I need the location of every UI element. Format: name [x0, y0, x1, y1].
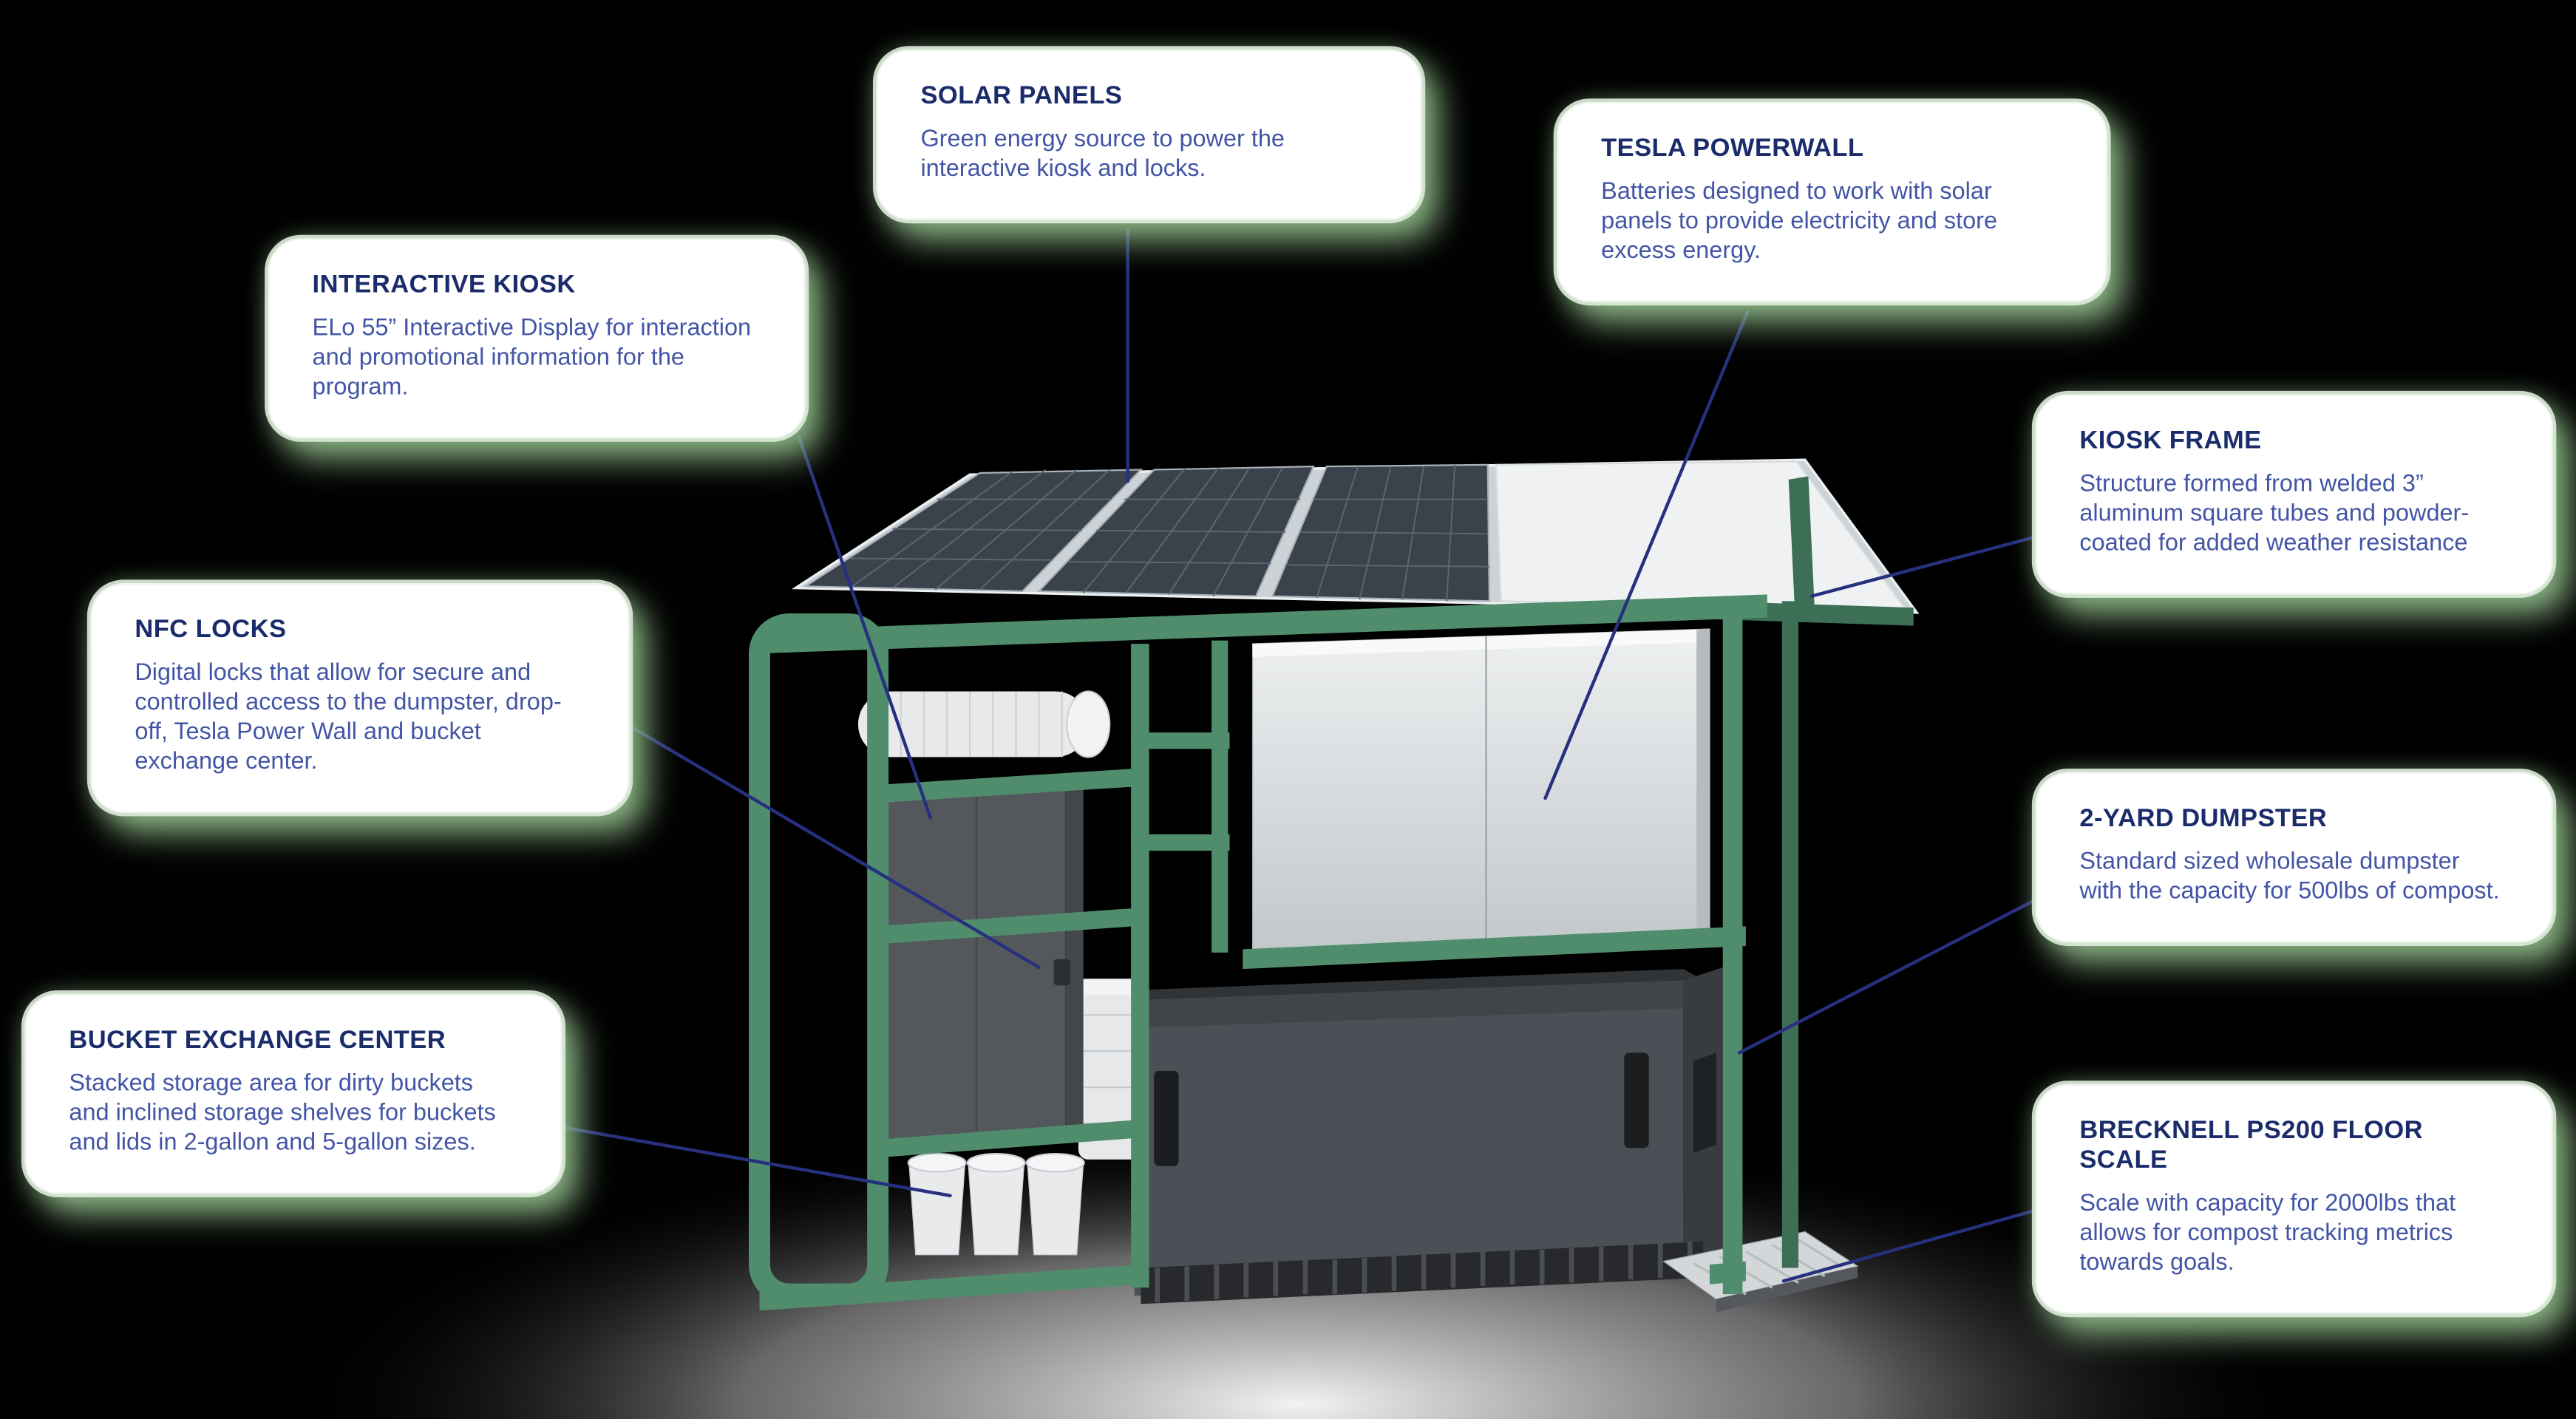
dumpster-graphic — [1131, 964, 1733, 1304]
callout-solar-panels: SOLAR PANELS Green energy source to powe… — [876, 49, 1422, 221]
callout-nfc-locks: NFC LOCKS Digital locks that allow for s… — [90, 582, 630, 814]
callout-2-yard-dumpster: 2-YARD DUMPSTER Standard sized wholesale… — [2035, 772, 2553, 943]
callout-brecknell-ps200-floor-scale: BRECKNELL PS200 FLOOR SCALE Scale with c… — [2035, 1083, 2553, 1315]
callout-title: BUCKET EXCHANGE CENTER — [69, 1026, 446, 1055]
solar-array-graphic — [791, 458, 1920, 614]
callout-interactive-kiosk: INTERACTIVE KIOSK ELo 55” Interactive Di… — [268, 238, 806, 439]
callout-title: NFC LOCKS — [135, 616, 287, 644]
connector-nfc-locks — [628, 724, 1041, 970]
connector-tesla-powerwall — [1543, 310, 1750, 800]
connector-kiosk-frame — [1809, 535, 2037, 598]
connector-interactive-kiosk — [797, 435, 933, 820]
callout-body: Standard sized wholesale dumpster with t… — [2079, 848, 2500, 905]
storage-graphic — [857, 690, 1148, 1160]
callout-title: KIOSK FRAME — [2079, 426, 2262, 455]
buckets-graphic — [907, 1152, 1085, 1256]
callout-title: SOLAR PANELS — [920, 82, 1123, 110]
callout-tesla-powerwall: TESLA POWERWALL Batteries designed to wo… — [1557, 101, 2108, 303]
kiosk-frame-graphic — [749, 476, 1914, 1311]
nfc-lock-graphic — [1053, 959, 1070, 986]
powerwall-panel-graphic — [1252, 628, 1710, 955]
callout-title: 2-YARD DUMPSTER — [2079, 804, 2328, 833]
connector-lines — [557, 228, 2037, 1283]
callout-body: Digital locks that allow for secure and … — [135, 660, 562, 776]
connector-bucket-exchange — [557, 1125, 952, 1197]
callout-title: BRECKNELL PS200 FLOOR SCALE — [2079, 1117, 2423, 1174]
callout-body: Scale with capacity for 2000lbs that all… — [2079, 1191, 2456, 1277]
callout-title: TESLA POWERWALL — [1601, 135, 1864, 163]
callout-bucket-exchange-center: BUCKET EXCHANGE CENTER Stacked storage a… — [24, 993, 563, 1195]
callout-body: ELo 55” Interactive Display for interact… — [312, 315, 752, 401]
dropoff-cabinet-graphic — [887, 786, 1084, 1155]
kiosk-illustration — [557, 228, 2037, 1313]
callout-body: Stacked storage area for dirty buckets a… — [69, 1070, 496, 1157]
callout-body: Structure formed from welded 3” aluminum… — [2079, 471, 2470, 557]
connector-2-yard-dumpster — [1737, 898, 2037, 1055]
connector-floor-scale — [1781, 1208, 2037, 1283]
callout-kiosk-frame: KIOSK FRAME Structure formed from welded… — [2035, 394, 2553, 596]
callout-title: INTERACTIVE KIOSK — [312, 270, 576, 299]
callout-body: Green energy source to power the interac… — [920, 126, 1285, 183]
callout-body: Batteries designed to work with solar pa… — [1601, 179, 1998, 265]
